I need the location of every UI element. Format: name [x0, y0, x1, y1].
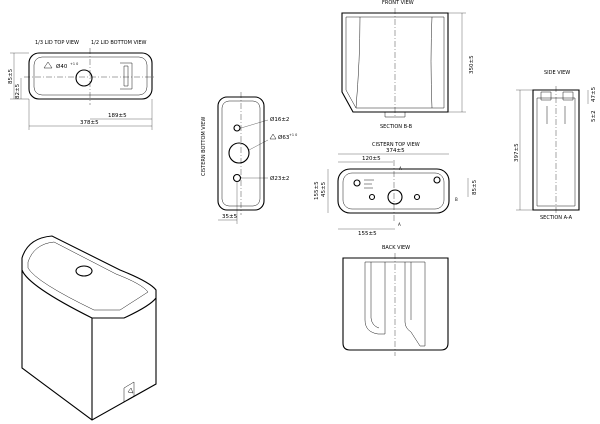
cistern-bottom-view: CISTERN BOTTOM VIEW Ø16±2 Ø63 +1 0 Ø23±2… [201, 92, 297, 224]
back-view-inner-ribs [370, 262, 412, 329]
side-view-inner [536, 97, 576, 207]
iso-warning-triangle [127, 387, 134, 394]
cistern-isometric-view [21, 235, 157, 421]
section-b-marker-top: B [455, 197, 458, 202]
bottom-hole-large [228, 142, 250, 164]
lid-small-dimension: 82±5 [15, 83, 21, 99]
bottom-hole-1-dimension: Ø16±2 [270, 116, 289, 123]
section-a-marker-top: A [399, 166, 402, 171]
side-height-dimension: 397±5 [514, 143, 520, 162]
cistern-bottom-view-label: CISTERN BOTTOM VIEW [201, 117, 207, 176]
top-view-inner [342, 172, 445, 210]
lid-view: 1/3 LID TOP VIEW 1/2 LID BOTTOM VIEW Ø40… [8, 40, 156, 130]
back-view-label: BACK VIEW [382, 245, 410, 251]
bottom-hole-medium [232, 173, 242, 183]
lid-warning-triangle [43, 61, 53, 69]
top-view-outline [337, 168, 450, 214]
lid-flush-hole [75, 69, 93, 87]
bottom-hole-3-dimension: Ø23±2 [270, 175, 289, 182]
top-hole-small-4 [433, 176, 441, 184]
bottom-hole-small [233, 124, 241, 132]
bottom-warning-triangle [269, 133, 277, 140]
front-base-foot [384, 112, 406, 118]
iso-lid [21, 235, 157, 319]
front-view-label: FRONT VIEW [382, 0, 414, 6]
bottom-leader-2 [248, 139, 269, 151]
lid-outline [28, 52, 153, 100]
lid-inner-outline [33, 56, 148, 96]
lid-top-view-label: 1/3 LID TOP VIEW [35, 40, 79, 46]
top-hole-large [387, 189, 403, 205]
lid-bottom-rib [120, 62, 133, 90]
lid-bottom-view-label: 1/2 LID BOTTOM VIEW [91, 40, 147, 46]
bottom-hole-2-tolerance: +1 0 [289, 133, 297, 137]
back-view: BACK VIEW [342, 245, 449, 356]
top-hole-small-1 [353, 179, 361, 187]
top-bottom-dimension: 155±5 [358, 231, 377, 237]
top-hole-small-3 [413, 193, 421, 201]
front-height-dimension: 350±5 [469, 55, 475, 74]
top-offset-dimension: 120±5 [362, 156, 381, 162]
front-view: FRONT VIEW SECTION B-B 350±5 [341, 0, 475, 130]
bottom-leader-1 [240, 119, 269, 129]
iso-body [21, 270, 157, 421]
back-view-outline [342, 257, 449, 351]
top-hole-small-2 [368, 193, 376, 201]
section-aa-label: SECTION A-A [540, 215, 573, 221]
side-view-lid-lip [540, 91, 574, 101]
side-top-dimension: 47±5 [591, 86, 597, 102]
front-view-outline [341, 12, 449, 113]
top-depth-dimension: 155±5 [314, 181, 320, 200]
lid-height-dimension: 85±5 [8, 68, 14, 84]
iso-lid-inner [27, 241, 149, 311]
side-view: SIDE VIEW 397±5 47±5 5±2 SECTION A-A [514, 70, 597, 221]
bottom-hole-2-dimension: Ø63 [278, 134, 290, 141]
section-bb-label: SECTION B-B [380, 124, 413, 130]
side-view-outline [532, 89, 580, 211]
side-view-label: SIDE VIEW [544, 70, 570, 76]
lid-hole-dimension: Ø40 [56, 63, 68, 70]
front-view-curves [355, 16, 433, 109]
top-right-dimension: 85±5 [472, 179, 478, 195]
section-a-marker-bottom: A [398, 222, 401, 227]
iso-flush-hole [75, 265, 93, 277]
top-left-dimension: 45±5 [321, 181, 327, 197]
lid-width-dimension: 378±5 [80, 120, 99, 126]
bottom-offset-dimension: 35±5 [222, 214, 238, 220]
iso-warning-label [123, 381, 135, 403]
cistern-top-view: CISTERN TOP VIEW 374±5 120±5 A B 155±5 4… [314, 142, 478, 237]
lid-half-width-dimension: 189±5 [108, 113, 127, 119]
front-view-inner [345, 16, 445, 109]
top-view-label-lines [364, 179, 374, 189]
cistern-top-view-label: CISTERN TOP VIEW [372, 142, 420, 148]
lid-hole-tolerance: +1 0 [70, 62, 78, 66]
top-width-dimension: 374±5 [386, 148, 405, 154]
side-small-dimension: 5±2 [591, 110, 597, 122]
